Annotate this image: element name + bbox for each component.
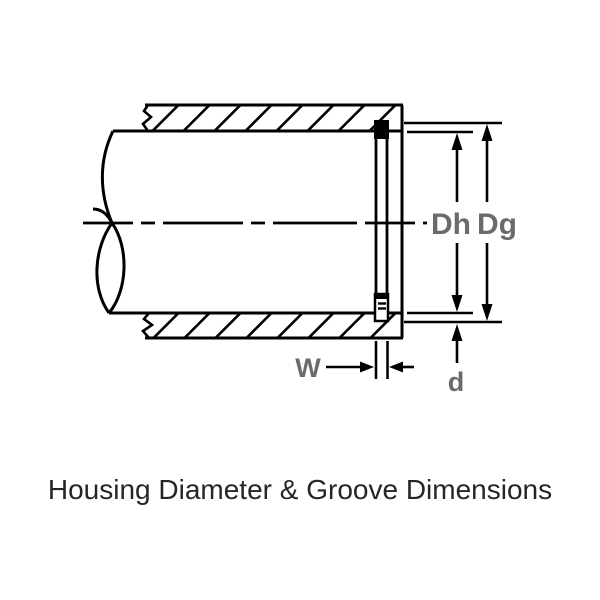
- hatch-line: [338, 314, 365, 337]
- caption: Housing Diameter & Groove Dimensions: [48, 474, 552, 505]
- w-arrowhead-right: [360, 361, 374, 373]
- dh-arrowhead-down: [451, 295, 463, 312]
- hatch-line: [182, 106, 210, 130]
- hatch-line: [213, 106, 241, 130]
- label-dh: Dh: [431, 208, 471, 241]
- hatch-line: [369, 314, 396, 337]
- housing-outline: [109, 103, 404, 340]
- break-curve-right: [92, 207, 126, 314]
- hatch-line: [399, 127, 402, 130]
- d-arrowhead-up: [451, 324, 463, 341]
- retaining-ring-bottom-section: [373, 292, 390, 323]
- hatch-line: [400, 335, 402, 337]
- dg-arrowhead-down: [481, 304, 493, 321]
- hatch-line: [422, 305, 466, 349]
- hatch-line: [183, 314, 210, 337]
- hatch-line: [368, 106, 396, 130]
- hatch-line: [275, 106, 303, 130]
- dg-dimension-arrow: [481, 124, 493, 321]
- w-dimension-arrows: [326, 361, 414, 373]
- hatch-line: [276, 314, 303, 337]
- top-break-zigzag: [141, 104, 153, 132]
- hatch-line: [307, 314, 334, 337]
- label-w: W: [295, 353, 321, 383]
- dg-arrowhead-up: [481, 124, 493, 141]
- hatch-line: [214, 314, 241, 337]
- dh-dimension-arrow: [451, 133, 463, 312]
- label-dg: Dg: [477, 208, 517, 241]
- hatch-line: [244, 106, 272, 130]
- dh-arrowhead-up: [451, 133, 463, 150]
- top-wall-hatch: [146, 97, 466, 141]
- label-d: d: [448, 367, 465, 397]
- w-arrowhead-left: [389, 361, 403, 373]
- bottom-wall-hatch: [146, 305, 466, 349]
- d-dimension-arrow: [451, 324, 463, 363]
- hatch-line: [337, 106, 365, 130]
- hatch-line: [151, 106, 179, 130]
- ring-bottom-edge: [375, 293, 388, 299]
- hatch-line: [152, 314, 179, 337]
- bottom-break-zigzag: [141, 312, 155, 339]
- hatch-line: [422, 97, 466, 141]
- hatch-line: [306, 106, 334, 130]
- retaining-ring-top-section: [374, 120, 389, 139]
- extension-lines: [374, 121, 502, 379]
- hatch-line: [245, 314, 272, 337]
